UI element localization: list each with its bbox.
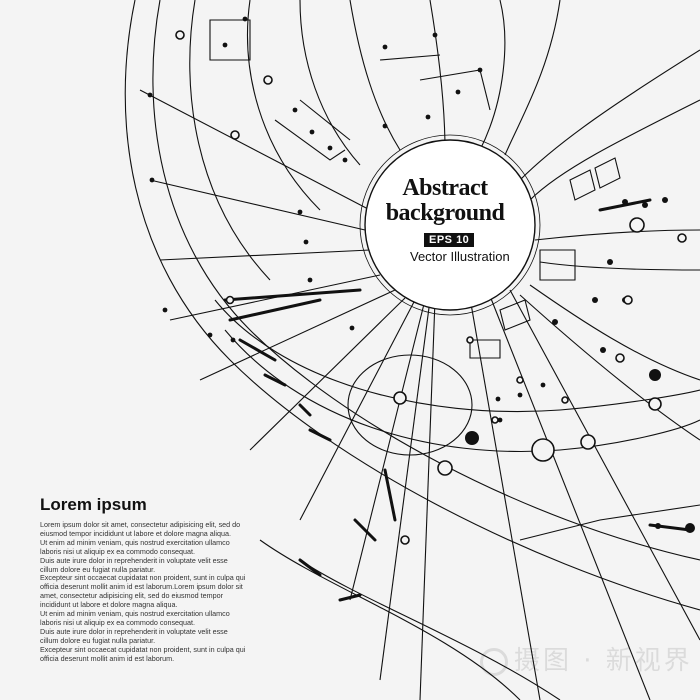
lorem-line: cillum dolore eu fugiat nulla pariatur. <box>40 564 156 574</box>
lorem-line: Ut enim ad minim veniam, quis nostrud ex… <box>40 537 230 547</box>
lorem-line: laboris nisi ut aliquip ex ea commodo co… <box>40 546 196 556</box>
lorem-line: officia deserunt mollit anim id est labo… <box>40 582 243 592</box>
lorem-line: Excepteur sint occaecat cupidatat non pr… <box>40 573 246 583</box>
lorem-line: Ut enim ad minim veniam, quis nostrud ex… <box>40 609 230 619</box>
center-title: Abstract background <box>370 176 520 226</box>
lorem-line: Lorem ipsum dolor sit amet, consectetur … <box>40 520 241 529</box>
watermark-logo-icon <box>480 647 508 676</box>
lorem-line: Duis aute irure dolor in reprehenderit i… <box>40 555 228 565</box>
watermark-text: 摄图 · 新视界 <box>514 646 693 676</box>
watermark: 摄图 · 新视界 <box>480 640 693 677</box>
vector-illustration-label: Vector Illustration <box>410 249 510 264</box>
title-line-2: background <box>385 200 505 226</box>
lorem-line: amet, consectetur adipisicing elit, sed … <box>40 591 223 601</box>
lorem-line: officia deserunt mollit anim id est labo… <box>40 653 175 663</box>
lorem-line: incididunt ut labore et dolore magna ali… <box>40 600 178 610</box>
lorem-line: Duis aute irure dolor in reprehenderit i… <box>40 626 228 636</box>
lorem-line: Excepteur sint occaecat cupidatat non pr… <box>40 644 246 654</box>
lorem-text-block: Lorem ipsum Lorem ipsum dolor sit amet, … <box>40 495 255 664</box>
lorem-heading: Lorem ipsum <box>40 495 147 514</box>
lorem-line: cillum dolore eu fugiat nulla pariatur. <box>40 635 156 645</box>
eps-badge: EPS 10 <box>424 233 475 247</box>
title-line-1: Abstract <box>402 175 488 201</box>
lorem-line: laboris nisi ut aliquip ex ea commodo co… <box>40 617 196 627</box>
lorem-line: eiusmod tempor incididunt ut labore et d… <box>40 528 231 538</box>
